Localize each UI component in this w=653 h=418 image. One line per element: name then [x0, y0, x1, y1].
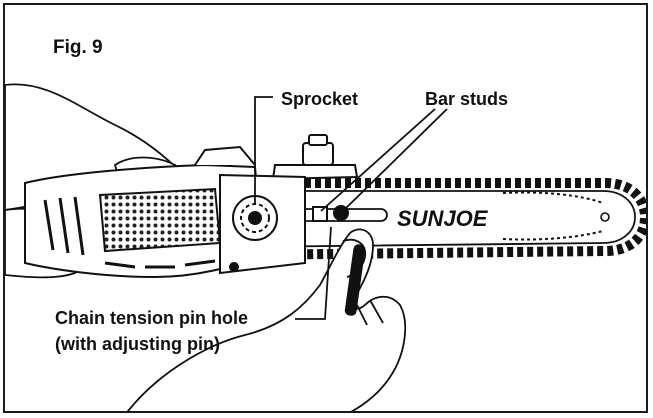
tension-pin-sublabel: (with adjusting pin) [55, 334, 220, 354]
sprocket-label: Sprocket [281, 89, 359, 109]
side-panel [219, 173, 306, 275]
chainsaw-illustration: SUNJOE [5, 83, 646, 411]
figure-frame: SUNJOE Fig. 9 Sprocket [3, 3, 648, 413]
bar-studs-label: Bar studs [425, 89, 509, 109]
figure-number: Fig. 9 [53, 37, 103, 58]
guide-bar [230, 178, 646, 261]
right-hand-icon [127, 228, 407, 411]
tension-pin-label: Chain tension pin hole [55, 308, 248, 328]
top-knob [271, 134, 359, 181]
bar-studs [312, 205, 349, 222]
brand-logo: SUNJOE [397, 206, 489, 231]
leader-lines [254, 96, 448, 320]
